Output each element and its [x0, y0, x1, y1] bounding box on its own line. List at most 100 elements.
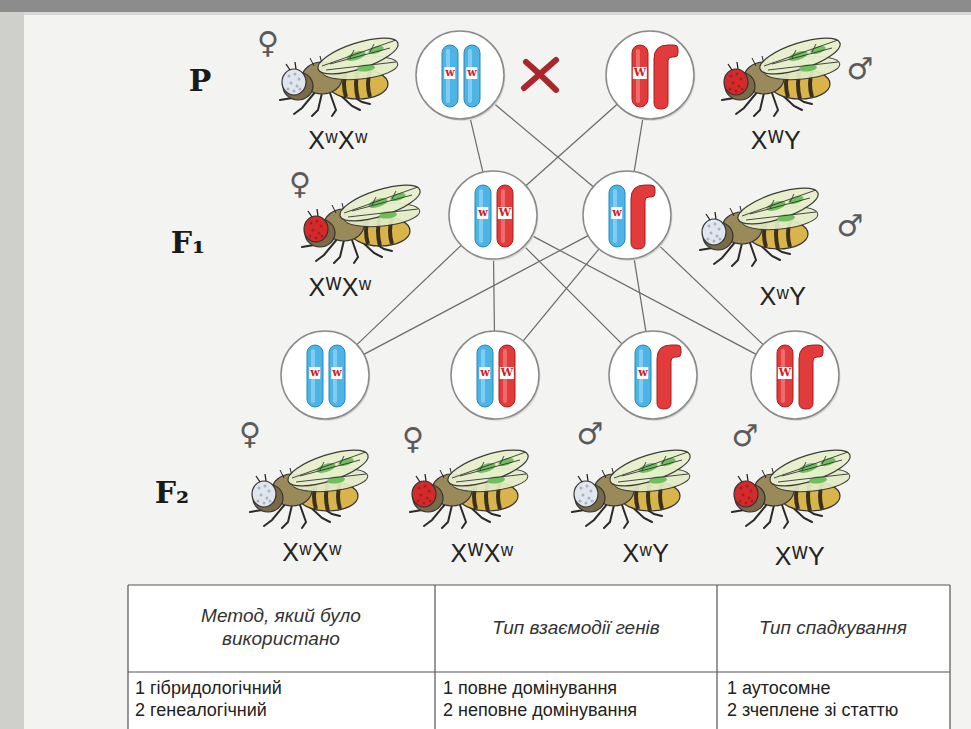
genotype: XʷXʷ: [308, 126, 367, 155]
circle-outline: [749, 329, 841, 421]
inheritance-line: [634, 118, 643, 171]
sex-symbol: ♀: [257, 25, 279, 60]
browser-tab-bar: [0, 0, 971, 12]
table-cell: 2 генеалогічний: [135, 700, 267, 721]
tab-bar-shadow: [24, 12, 971, 15]
chromosome-circle: ww: [414, 29, 506, 121]
sex-symbol: ♂: [847, 51, 874, 86]
x-chromosome: [777, 345, 793, 407]
inheritance-line: [659, 245, 763, 344]
allele-letter: W: [500, 367, 514, 379]
table-cell: 1 гібридологічний: [135, 678, 282, 699]
inheritance-line: [357, 245, 461, 344]
inheritance-line: [524, 246, 622, 344]
allele-letter: w: [479, 367, 490, 379]
inheritance-line: [470, 118, 483, 172]
y-chromosome: [654, 45, 678, 109]
table-header: Тип взаємодії генів: [446, 617, 706, 640]
allele-letter: w: [309, 367, 320, 379]
table-cell: 2 неповне домінування: [443, 700, 637, 721]
generation-label: F₁: [171, 225, 205, 260]
red-eyed-fly: [302, 178, 424, 263]
x-chromosome: [307, 345, 323, 407]
circle-border: [281, 331, 369, 419]
screen-edge: [0, 0, 24, 729]
red-eyed-fly: [410, 443, 532, 528]
y-chromosome: [631, 185, 655, 249]
genotype: XᵂXʷ: [451, 539, 514, 568]
allele-letter: w: [637, 367, 648, 379]
sex-symbol: ♂: [732, 418, 759, 453]
allele-letter: w: [331, 367, 342, 379]
x-chromosome: [475, 185, 491, 247]
generation-label: P: [189, 63, 212, 98]
allele-letter: W: [633, 67, 647, 79]
white-eyed-fly: [700, 181, 822, 266]
table-cell: 2 зчеплене зі статтю: [727, 700, 898, 721]
sex-symbol: ♀: [289, 166, 311, 201]
red-eyed-fly: [732, 443, 854, 528]
chromosome-circle: W: [604, 29, 696, 121]
genotype: XᵂY: [775, 542, 825, 571]
chromosome-circle: wW: [447, 169, 539, 261]
circle-border: [451, 331, 539, 419]
allele-letter: w: [444, 67, 455, 79]
y-chromosome: [799, 345, 823, 409]
chromosome-circle: w: [581, 169, 673, 261]
inheritance-line: [523, 249, 599, 341]
sex-symbol: ♂: [837, 208, 864, 243]
chromosome-circle: w: [607, 329, 699, 421]
genotype: XʷY: [760, 282, 807, 311]
genotype: XʷXʷ: [282, 538, 341, 567]
table-cell: 1 повне домінування: [443, 678, 617, 699]
circle-outline: [449, 329, 541, 421]
sex-symbol: ♂: [577, 416, 604, 451]
inheritance-line: [493, 259, 495, 331]
table-cell: 1 аутосомне: [727, 678, 830, 699]
y-chromosome: [657, 345, 681, 409]
circle-border: [449, 171, 537, 259]
genotype: XᵂY: [751, 126, 801, 155]
circle-outline: [581, 169, 673, 261]
x-chromosome: [497, 185, 513, 247]
white-eyed-fly: [250, 443, 372, 528]
inheritance-line: [526, 104, 617, 185]
circle-outline: [607, 329, 699, 421]
table-header: Метод, який було використано: [176, 605, 386, 651]
circle-outline: [414, 29, 506, 121]
genotype: XᵂXʷ: [309, 273, 372, 302]
allele-letter: W: [498, 207, 512, 219]
x-chromosome: [442, 45, 458, 107]
circle-border: [609, 331, 697, 419]
circle-border: [751, 331, 839, 419]
table-grid: [128, 585, 950, 729]
allele-letter: w: [477, 207, 488, 219]
circle-border: [583, 171, 671, 259]
cross-symbol: [524, 60, 556, 90]
x-chromosome: [464, 45, 480, 107]
chromosome-circle: W: [749, 329, 841, 421]
allele-letter: w: [611, 207, 622, 219]
generation-label: F₂: [155, 475, 189, 510]
circle-border: [606, 31, 694, 119]
x-chromosome: [635, 345, 651, 407]
x-chromosome: [499, 345, 515, 407]
white-eyed-fly: [572, 443, 694, 528]
genotype: XʷY: [623, 539, 670, 568]
x-chromosome: [609, 185, 625, 247]
circle-outline: [279, 329, 371, 421]
circle-outline: [447, 169, 539, 261]
white-eyed-fly: [280, 31, 402, 116]
chromosome-circle: wW: [449, 329, 541, 421]
table-header: Тип спадкування: [726, 617, 941, 640]
x-chromosome: [477, 345, 493, 407]
allele-letter: w: [466, 67, 477, 79]
red-eyed-fly: [722, 31, 844, 116]
circle-outline: [604, 29, 696, 121]
inheritance-line: [634, 258, 646, 331]
circle-border: [416, 31, 504, 119]
x-chromosome: [632, 45, 648, 107]
chromosome-circle: ww: [279, 329, 371, 421]
x-chromosome: [329, 345, 345, 407]
